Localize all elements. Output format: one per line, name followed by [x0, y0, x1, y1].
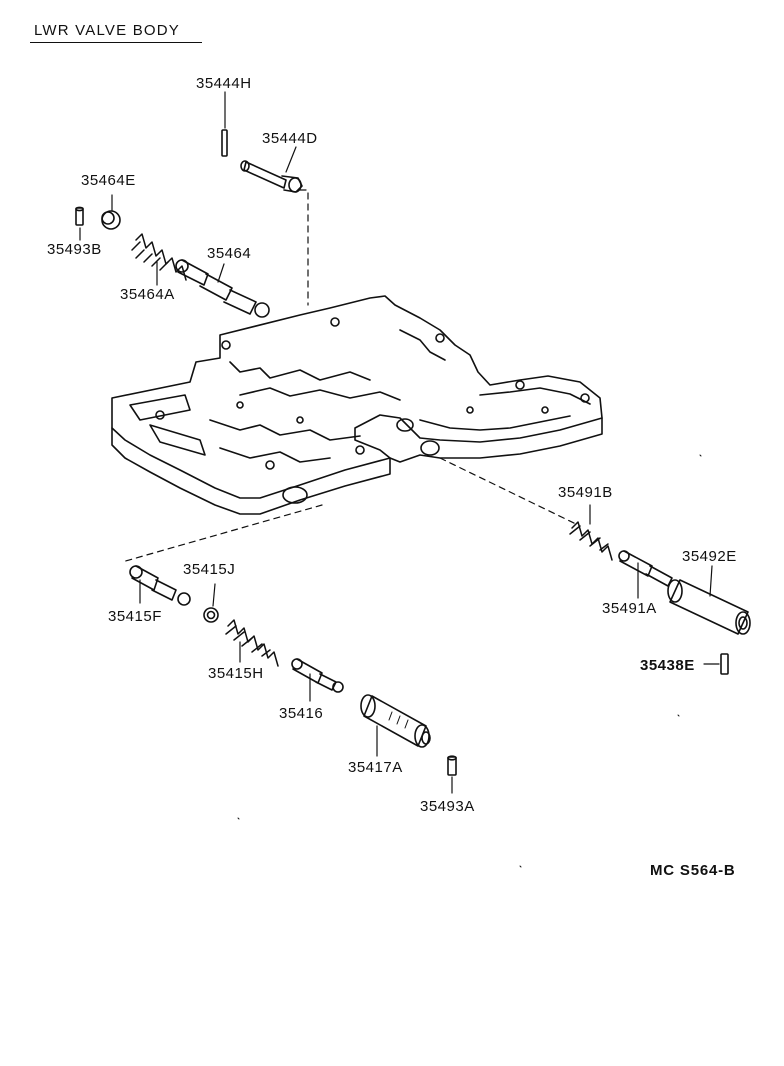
label-35491A: 35491A: [602, 600, 657, 617]
label-35415J: 35415J: [183, 561, 236, 578]
label-35415H: 35415H: [208, 665, 264, 682]
part-35438E-pin: [703, 653, 729, 675]
label-35438E: 35438E: [640, 657, 695, 674]
label-35491B: 35491B: [558, 484, 613, 501]
label-35416: 35416: [279, 705, 324, 722]
label-35492E: 35492E: [682, 548, 737, 565]
part-35493B-pin: [75, 206, 84, 241]
label-35464: 35464: [207, 245, 252, 262]
scan-specks: [237, 454, 702, 868]
label-35415F: 35415F: [108, 608, 162, 625]
label-35464E: 35464E: [81, 172, 136, 189]
part-35415J-washer: [203, 583, 219, 623]
label-35417A: 35417A: [348, 759, 403, 776]
part-35492E-sleeve: [667, 565, 751, 635]
label-35493B: 35493B: [47, 241, 102, 258]
part-35415H-spring: [225, 619, 279, 667]
part-35444D-valve: [240, 146, 303, 193]
assembly-leaders: [121, 189, 579, 563]
part-35491B-spring: [569, 504, 613, 561]
part-35416-valve: [291, 658, 344, 702]
title-underline: [30, 42, 202, 43]
part-35493A-pin: [447, 755, 457, 794]
part-35491A-valve: [618, 550, 673, 599]
label-35444D: 35444D: [262, 130, 318, 147]
part-35464A-spring: [131, 233, 187, 286]
label-35493A: 35493A: [420, 798, 475, 815]
part-35417A-sleeve: [360, 694, 431, 757]
diagram-title: LWR VALVE BODY: [34, 22, 180, 39]
part-35444H-pin: [221, 91, 228, 157]
part-35415F-valve: [129, 565, 191, 606]
label-35464A: 35464A: [120, 286, 175, 303]
part-35464-valve: [175, 259, 270, 318]
drawing-code: MC S564-B: [650, 862, 736, 879]
part-35464E-plug: [101, 194, 121, 230]
valve-body-plate: [111, 295, 603, 515]
label-35444H: 35444H: [196, 75, 252, 92]
